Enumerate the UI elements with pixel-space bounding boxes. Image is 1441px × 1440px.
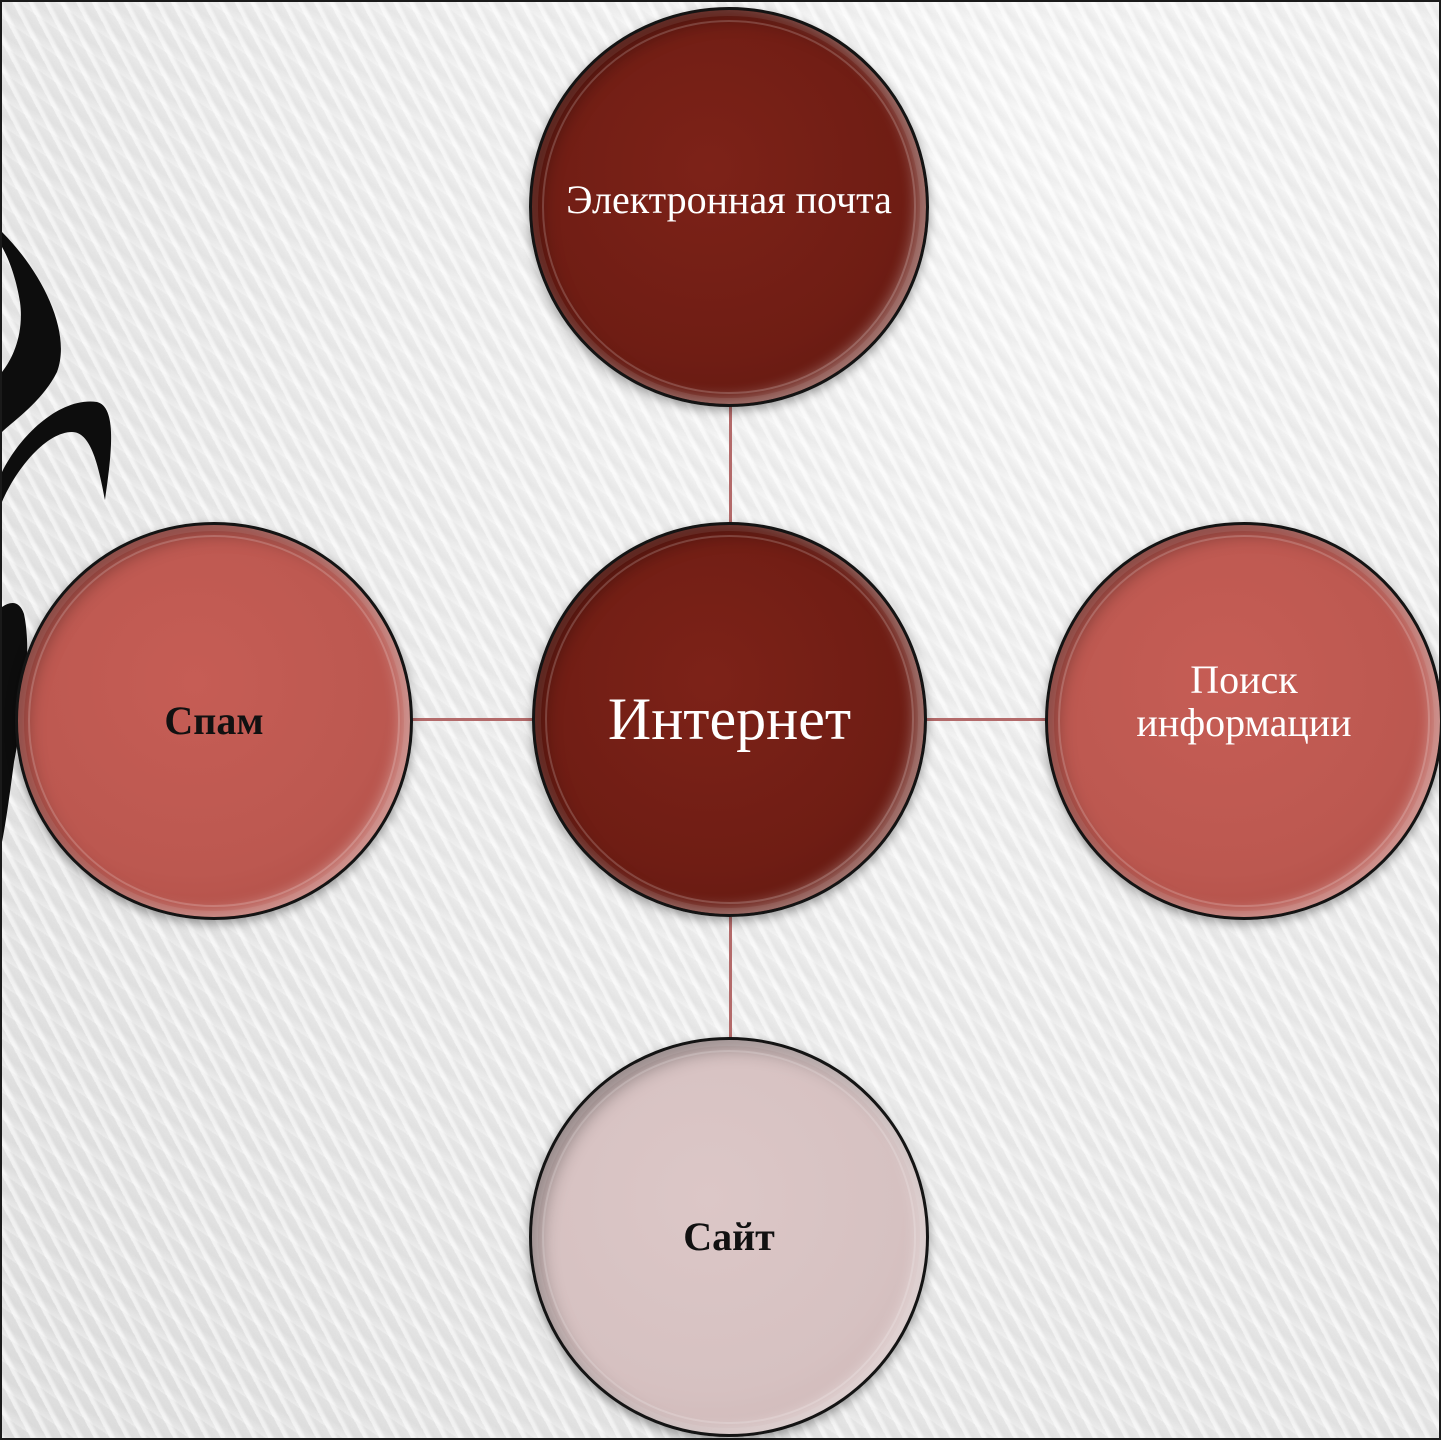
connector-right xyxy=(925,718,1050,721)
connector-top xyxy=(729,402,732,527)
connector-left xyxy=(410,718,535,721)
node-internet: Интернет xyxy=(532,522,927,917)
node-spam: Спам xyxy=(15,522,413,920)
node-email-label: Электронная почта xyxy=(566,176,892,222)
node-spam-label: Спам xyxy=(164,698,264,744)
node-email: Электронная почта xyxy=(529,7,929,407)
node-site-label: Сайт xyxy=(683,1214,775,1260)
node-search-label: Поиск информации xyxy=(1136,656,1352,745)
node-internet-label: Интернет xyxy=(607,686,852,753)
node-search: Поиск информации xyxy=(1045,522,1441,920)
node-site: Сайт xyxy=(529,1037,929,1437)
connector-bottom xyxy=(729,917,732,1042)
